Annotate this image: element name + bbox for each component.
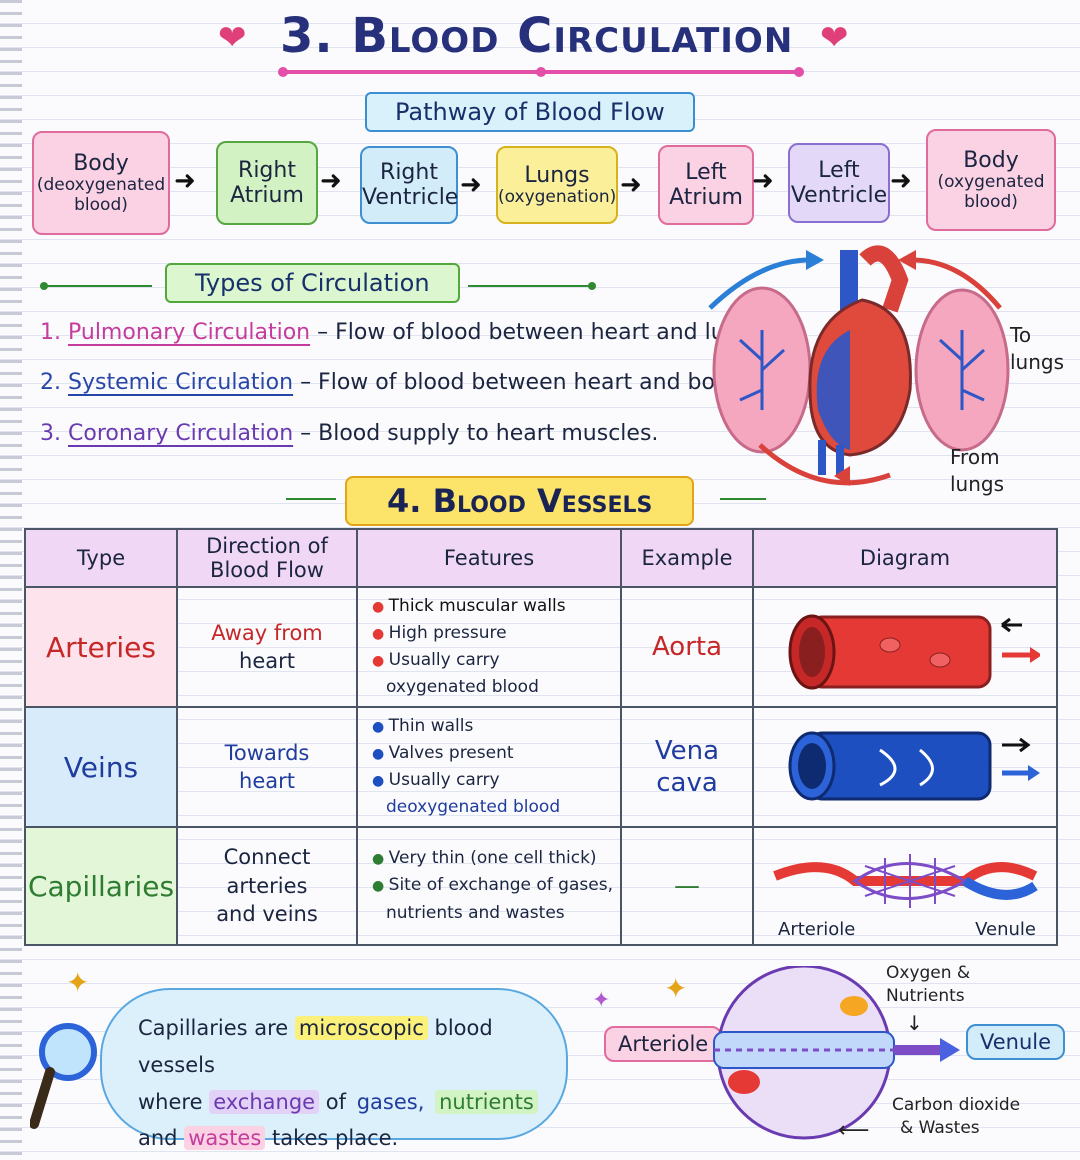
sparkle-icon: ✦ bbox=[66, 966, 90, 999]
arrow-right-icon: ➜ bbox=[620, 170, 642, 200]
exchange-illustration bbox=[713, 966, 960, 1140]
arrow-left-icon: ⟵ bbox=[838, 1118, 870, 1143]
divider bbox=[286, 498, 336, 500]
vein-illustration bbox=[788, 731, 1040, 801]
sparkle-icon: ✦ bbox=[664, 972, 688, 1005]
example-cell: — bbox=[620, 826, 754, 946]
types-banner: Types of Circulation bbox=[165, 263, 460, 303]
arrow-right-icon: ➜ bbox=[752, 166, 774, 196]
arrow-to-lungs-icon bbox=[911, 257, 1002, 310]
arrow-from-lungs-icon bbox=[758, 443, 891, 486]
pathway-banner: Pathway of Blood Flow bbox=[365, 92, 695, 132]
page-title: 3. Blood Circulation bbox=[280, 8, 794, 64]
arrow-down-icon: ↓ bbox=[906, 1011, 923, 1035]
diagram-cell bbox=[752, 706, 1058, 828]
features-cell: Thin walls Valves present Usually carry … bbox=[356, 706, 622, 828]
table-header-row: Type Direction of Blood Flow Features Ex… bbox=[24, 528, 1058, 588]
diagram-cell: Arteriole Venule bbox=[752, 826, 1058, 946]
col-example: Example bbox=[620, 528, 754, 588]
oxygen-label: Oxygen &Nutrients bbox=[886, 963, 971, 1006]
heart-icon: ❤ bbox=[218, 18, 247, 58]
capillary-network-illustration bbox=[773, 854, 1038, 908]
circulation-item-systemic: 2. Systemic Circulation – Flow of blood … bbox=[40, 370, 742, 395]
flow-step-lungs: Lungs(oxygenation) bbox=[496, 146, 618, 224]
col-direction: Direction of Blood Flow bbox=[176, 528, 358, 588]
arteriole-pill: Arteriole bbox=[604, 1026, 723, 1062]
heart-lungs-illustration bbox=[708, 245, 1010, 486]
type-cell: Veins bbox=[24, 706, 178, 828]
artery-illustration bbox=[788, 614, 1042, 690]
sparkle-icon: ✦ bbox=[592, 988, 611, 1013]
divider bbox=[468, 285, 592, 287]
divider-dot bbox=[588, 282, 596, 290]
arrow-right-icon: ➜ bbox=[320, 166, 342, 196]
capillaries-callout: Capillaries are microscopic blood vessel… bbox=[100, 988, 568, 1151]
features-cell: Thick muscular walls High pressure Usual… bbox=[356, 586, 622, 708]
arrow-right-icon: ➜ bbox=[890, 166, 912, 196]
co2-label: Carbon dioxide& Wastes bbox=[892, 1095, 1021, 1138]
type-cell: Capillaries bbox=[24, 826, 178, 946]
venule-label: Venule bbox=[975, 919, 1036, 940]
arrow-to-heart-icon bbox=[708, 257, 811, 310]
arteriole-label: Arteriole bbox=[778, 919, 856, 940]
to-lungs-label: To lungs bbox=[1010, 323, 1065, 374]
col-features: Features bbox=[356, 528, 622, 588]
vessels-table: Type Direction of Blood Flow Features Ex… bbox=[24, 528, 1058, 946]
type-cell: Arteries bbox=[24, 586, 178, 708]
from-lungs-label: From lungs bbox=[950, 445, 1005, 496]
magnifier-icon bbox=[30, 1023, 97, 1129]
arrow-right-icon: ➜ bbox=[460, 170, 482, 200]
divider-dot bbox=[40, 282, 48, 290]
features-cell: Very thin (one cell thick) Site of excha… bbox=[356, 826, 622, 946]
venule-pill: Venule bbox=[966, 1024, 1066, 1060]
heart-icon: ❤ bbox=[820, 18, 849, 58]
col-type: Type bbox=[24, 528, 178, 588]
diagram-cell bbox=[752, 586, 1058, 708]
notebook-spiral bbox=[0, 0, 22, 1160]
circulation-item-pulmonary: 1. Pulmonary Circulation – Flow of blood… bbox=[40, 320, 772, 345]
example-cell: Aorta bbox=[620, 586, 754, 708]
col-diagram: Diagram bbox=[752, 528, 1058, 588]
divider bbox=[44, 285, 152, 287]
arrow-right-icon: ➜ bbox=[174, 166, 196, 196]
circulation-item-coronary: 3. Coronary Circulation – Blood supply t… bbox=[40, 421, 659, 446]
vessels-banner: 4. Blood Vessels bbox=[345, 476, 695, 526]
title-underline bbox=[278, 67, 804, 77]
divider bbox=[720, 498, 766, 500]
